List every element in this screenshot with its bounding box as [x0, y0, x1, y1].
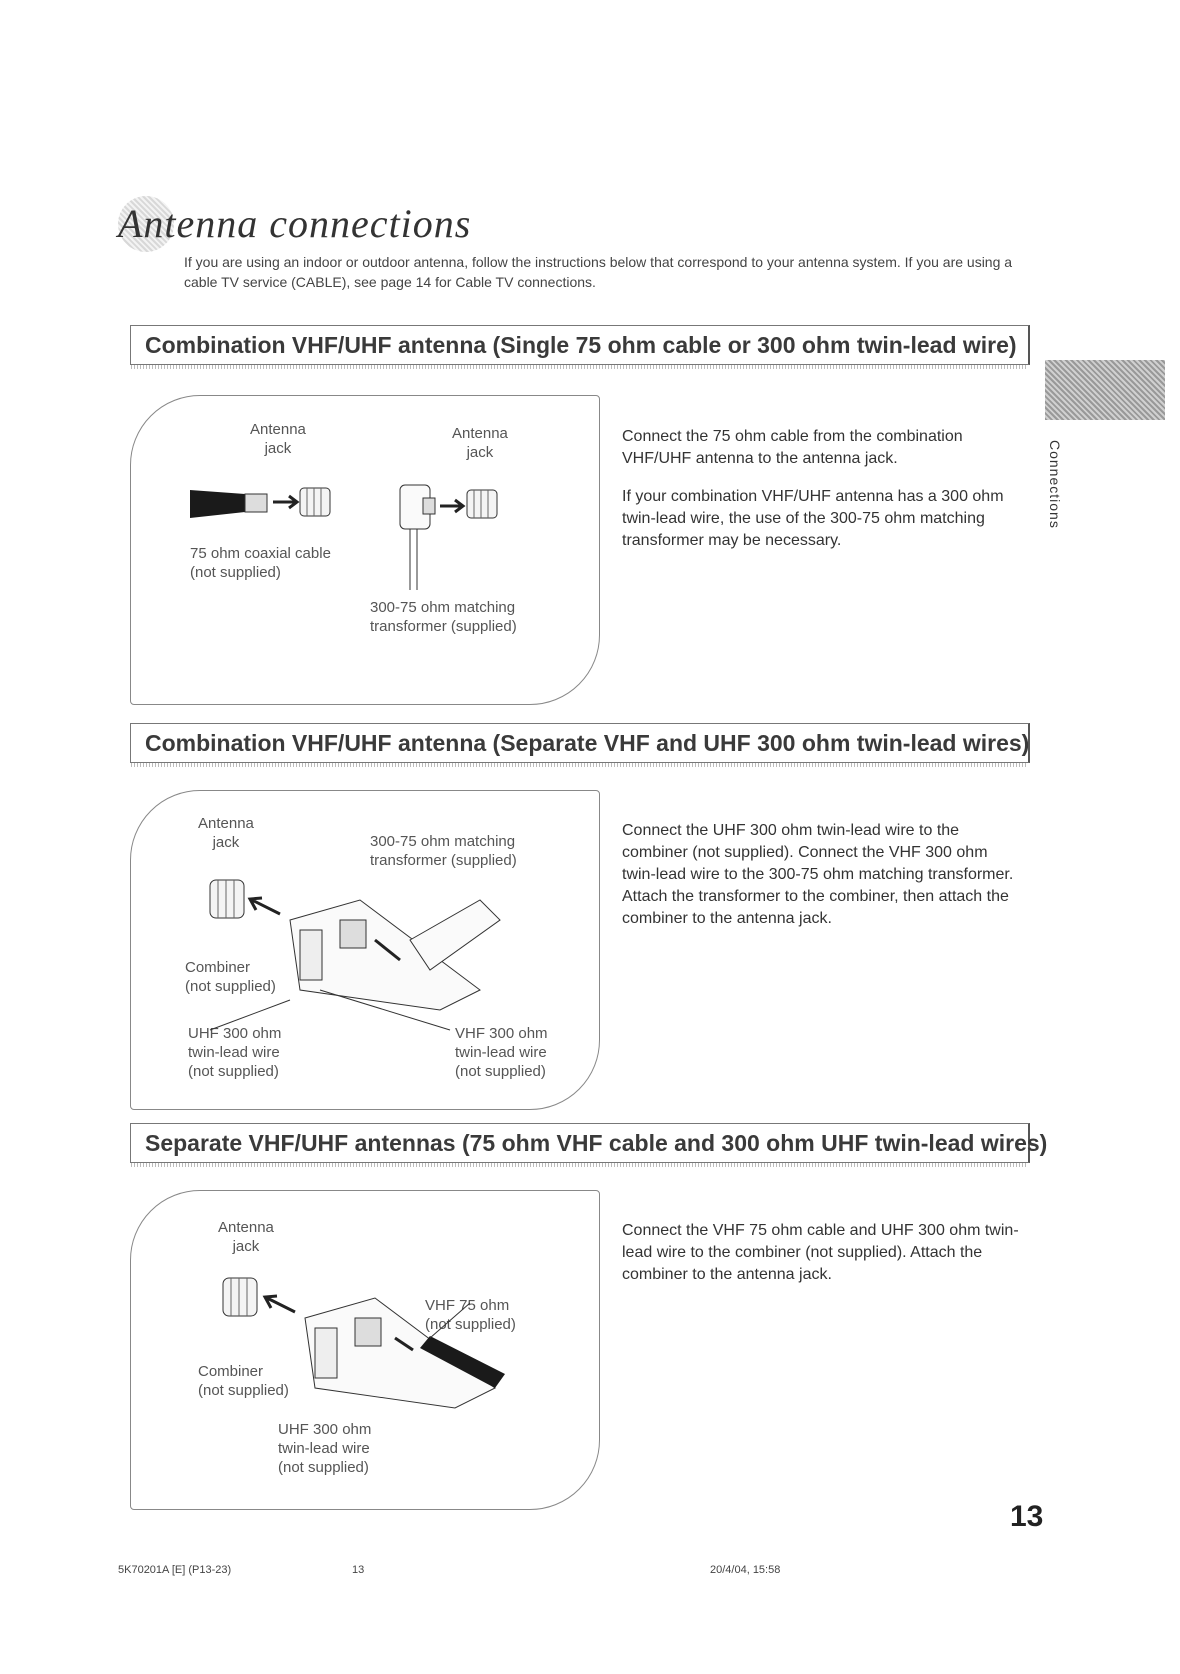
section2-illustration: [209, 879, 501, 1031]
label-combiner-2: Combiner(not supplied): [198, 1363, 289, 1399]
vhf-cable-icon: [420, 1336, 505, 1388]
combiner-icon: [304, 1297, 496, 1409]
section1-paragraph-2: If your combination VHF/UHF antenna has …: [622, 488, 1004, 549]
matching-transformer-icon: [409, 899, 501, 971]
section2-description: Connect the UHF 300 ohm twin-lead wire t…: [622, 820, 1022, 930]
page-number: 13: [1010, 1500, 1044, 1533]
section1-illustration: [190, 484, 498, 590]
diagram-panel-3: [130, 1190, 600, 1510]
cable-connector-icon: [244, 493, 268, 513]
title-decoration: [118, 196, 174, 252]
section-header-2: Combination VHF/UHF antenna (Separate VH…: [130, 723, 1030, 767]
label-coaxial-cable: 75 ohm coaxial cable(not supplied): [190, 545, 331, 581]
section3-paragraph-1: Connect the VHF 75 ohm cable and UHF 300…: [622, 1222, 1019, 1283]
section-header-1: Combination VHF/UHF antenna (Single 75 o…: [130, 325, 1030, 369]
section3-illustration: [222, 1277, 505, 1409]
section1-paragraph-1: Connect the 75 ohm cable from the combin…: [622, 428, 963, 467]
antenna-jack-icon: [299, 487, 331, 517]
section2-paragraph-1: Connect the UHF 300 ohm twin-lead wire t…: [622, 822, 1014, 927]
section3-description: Connect the VHF 75 ohm cable and UHF 300…: [622, 1220, 1022, 1286]
connector-icon: [339, 919, 367, 949]
section1-description: Connect the 75 ohm cable from the combin…: [622, 426, 1022, 552]
antenna-jack-icon: [209, 879, 245, 919]
footer-code: 5K70201A [E] (P13-23): [118, 1564, 232, 1576]
arrow-right-icon: [273, 494, 300, 510]
footer-date: 20/4/04, 15:58: [710, 1564, 781, 1576]
side-tab-label: Connections: [1047, 440, 1063, 529]
arrow-right-icon: [440, 498, 466, 514]
arrow-left-icon: [262, 1294, 296, 1314]
connector-icon: [354, 1317, 382, 1347]
coaxial-cable-icon: [190, 490, 245, 518]
side-tab-pattern: [1045, 360, 1165, 420]
arrow-left-icon: [247, 896, 281, 916]
arrow-icon: [394, 1336, 414, 1352]
section-header-3: Separate VHF/UHF antennas (75 ohm VHF ca…: [130, 1123, 1047, 1167]
diagram-panel-2: [130, 790, 600, 1110]
combiner-icon: [289, 899, 481, 1011]
arrow-icon: [374, 938, 401, 962]
antenna-jack-icon: [222, 1277, 258, 1317]
page-title: Antenna connections: [118, 201, 472, 246]
label-combiner-1: Combiner(not supplied): [185, 959, 276, 995]
antenna-jack-icon: [466, 489, 498, 519]
intro-text: If you are using an indoor or outdoor an…: [184, 254, 1013, 290]
footer-page: 13: [352, 1564, 365, 1576]
diagram-panel-1: [130, 395, 600, 705]
